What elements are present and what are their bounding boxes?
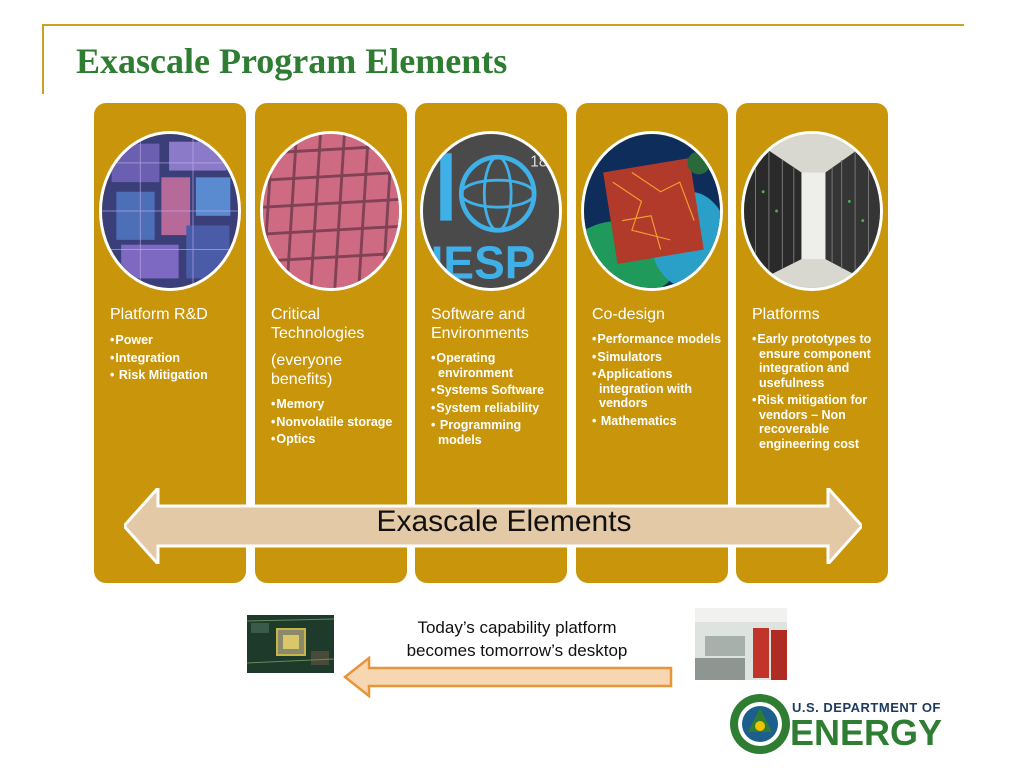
column-platforms: Platforms Early prototypes to ensure com… [736,103,888,583]
column-title: Platform R&D [110,306,208,323]
column-title: Platforms [752,306,820,323]
column-platform-rd: Platform R&D Power Integration Risk Miti… [94,103,246,583]
list-item: Early prototypes to ensure component int… [752,332,884,390]
page-title: Exascale Program Elements [76,41,508,81]
list-item: Systems Software [431,383,563,398]
list-item: Mathematics [592,414,724,429]
simulation-image [581,131,723,291]
column-software-environments: 18 IESP Software and Environments Operat… [415,103,567,583]
left-rule [42,24,44,94]
list-item: Nonvolatile storage [271,415,403,430]
bullet-list: Performance models Simulators Applicatio… [592,332,724,431]
list-item: System reliability [431,401,563,416]
list-item: Memory [271,397,403,412]
wafer-image [260,131,402,291]
top-rule [42,24,964,26]
capability-caption: Today’s capability platform becomes tomo… [406,618,628,660]
iesp-logo-image: 18 IESP [420,131,562,291]
list-item: Applications integration with vendors [592,367,724,411]
list-item: Risk Mitigation [110,368,242,383]
doe-logo-line2: ENERGY [790,712,943,753]
desktop-board-image [247,615,334,673]
list-item: Integration [110,351,242,366]
list-item: Programming models [431,418,563,447]
bullet-list: Memory Nonvolatile storage Optics [271,397,403,450]
column-co-design: Co-design Performance models Simulators … [576,103,728,583]
doe-logo-line1: U.S. DEPARTMENT OF [792,700,941,715]
bullet-list: Early prototypes to ensure component int… [752,332,884,454]
double-arrow-shape [124,488,862,564]
list-item: Power [110,333,242,348]
list-item: Risk mitigation for vendors – Non recove… [752,393,884,451]
column-title: Software and Environments [431,306,529,342]
list-item: Operating environment [431,351,563,380]
doe-logo [728,692,968,756]
list-item: Performance models [592,332,724,347]
bullet-list: Operating environment Systems Software S… [431,351,563,450]
column-title: Co-design [592,306,665,323]
logo-number: 18 [530,154,547,171]
column-title: Critical Technologies (everyone benefits… [271,305,401,389]
doe-seal-icon [730,694,790,754]
list-item: Optics [271,432,403,447]
exascale-elements-label: Exascale Elements [376,505,632,538]
logo-text: IESP [431,236,536,288]
list-item: Simulators [592,350,724,365]
chip-layout-image [99,131,241,291]
bullet-list: Power Integration Risk Mitigation [110,333,242,386]
column-subtitle: (everyone benefits) [271,352,343,388]
datacenter-image [695,608,787,680]
server-racks-image [741,131,883,291]
left-arrow-shape [343,656,673,698]
column-critical-technologies: Critical Technologies (everyone benefits… [255,103,407,583]
